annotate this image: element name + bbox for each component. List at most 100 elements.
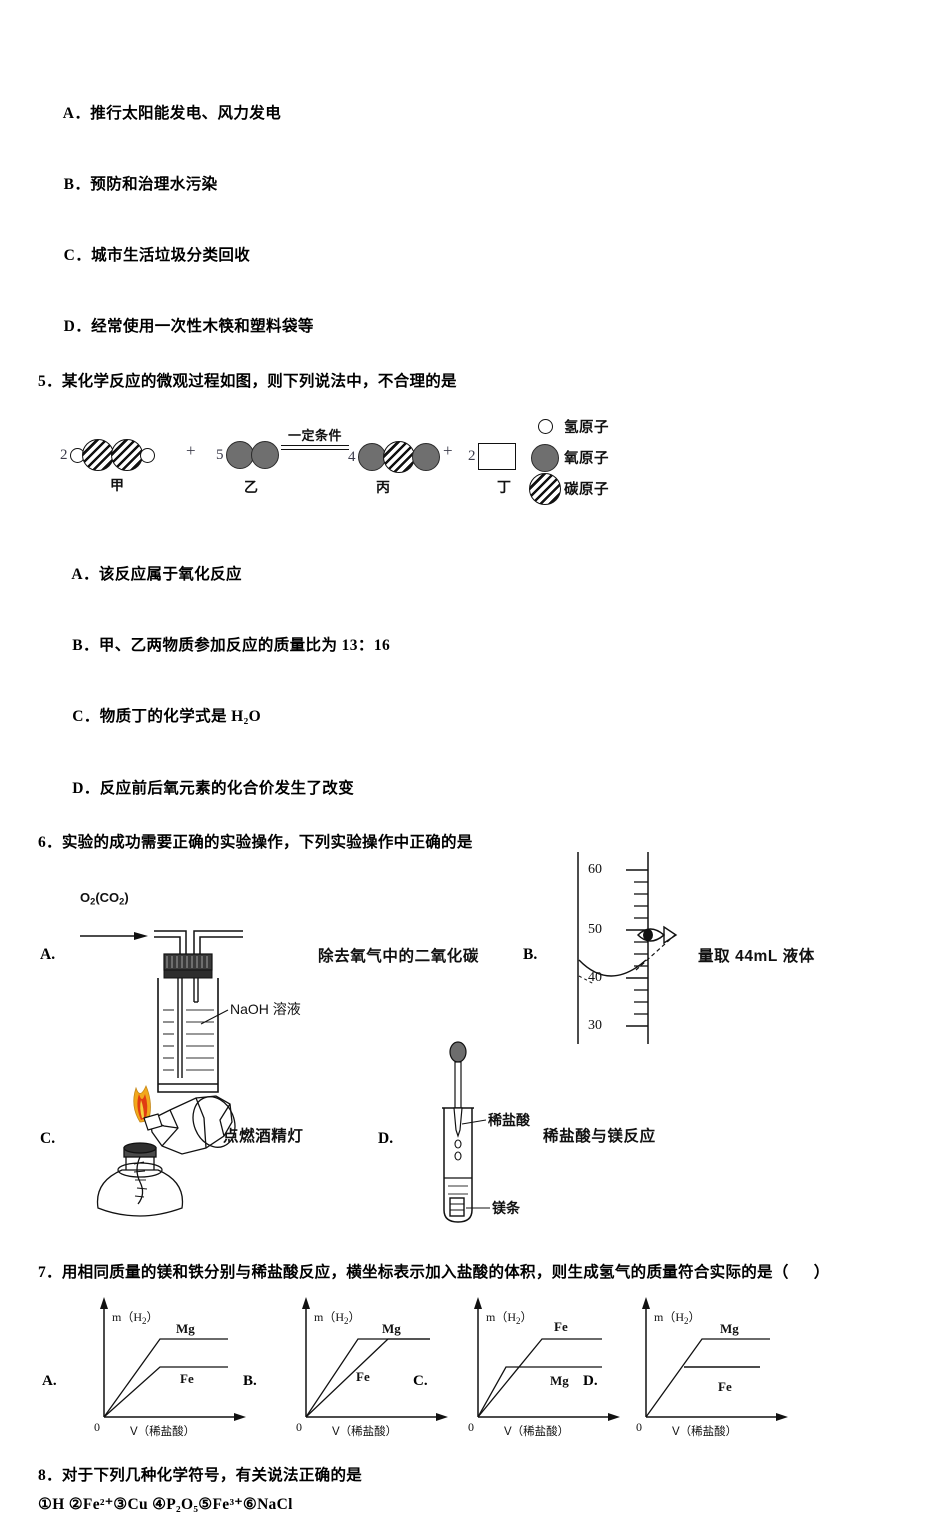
molecule-bing-label: 丙 xyxy=(360,477,406,497)
q5-option-b: B．甲、乙两物质参加反应的质量比为 13：16 xyxy=(38,620,918,671)
oxygen-atom-icon xyxy=(251,441,279,469)
q7-chart-d: m（H2） Mg Fe 0 V（稀盐酸） xyxy=(610,1295,810,1445)
q5-option-c: C．物质丁的化学式是 H₂O xyxy=(38,691,918,742)
reaction-condition-text: 一定条件 xyxy=(281,429,349,442)
q6-option-d-caption: 稀盐酸与镁反应 xyxy=(543,1124,656,1146)
svg-text:V（稀盐酸）: V（稀盐酸） xyxy=(332,1424,397,1438)
oxygen-atom-icon xyxy=(526,444,564,472)
molecule-yi-label: 乙 xyxy=(228,477,274,497)
q5-option-a-text: 该反应属于氧化反应 xyxy=(99,566,242,583)
q4-option-d: D．经常使用一次性木筷和塑料袋等 xyxy=(38,301,918,352)
svg-text:m（H2）: m（H2） xyxy=(486,1310,533,1326)
q4-option-a-text: 推行太阳能发电、风力发电 xyxy=(90,105,281,122)
reaction-plus-2: + xyxy=(443,441,453,461)
q7-chart-a: m（H2） Mg Fe 0 V（稀盐酸） xyxy=(68,1295,268,1445)
q6-option-c-caption: 点燃酒精灯 xyxy=(223,1124,304,1146)
q7-stem: 7．用相同质量的镁和铁分别与稀盐酸反应，横坐标表示加入盐酸的体积，则生成氢气的质… xyxy=(38,1264,918,1283)
eye-icon xyxy=(634,917,680,953)
plus-sign: + xyxy=(186,441,196,460)
q7-option-b-letter: B. xyxy=(243,1373,257,1390)
q7-graphs: A. m（H2） Mg Fe 0 V（稀盐酸） B. xyxy=(38,1295,918,1445)
q4-option-d-text: 经常使用一次性木筷和塑料袋等 xyxy=(91,318,314,335)
molecule-yi-coefficient: 5 xyxy=(216,447,224,463)
svg-text:m（H2）: m（H2） xyxy=(112,1310,159,1326)
q6-option-a-caption: 除去氧气中的二氧化碳 xyxy=(318,944,479,966)
carbon-atom-icon xyxy=(111,439,143,471)
svg-text:V（稀盐酸）: V（稀盐酸） xyxy=(130,1424,195,1438)
legend-label-oxygen: 氧原子 xyxy=(564,447,609,468)
q5-option-d: D．反应前后氧元素的化合价发生了改变 xyxy=(38,763,918,814)
carbon-atom-icon xyxy=(82,439,114,471)
q4-option-b-text: 预防和治理水污染 xyxy=(90,176,217,193)
q5-reaction-diagram: 2 甲 + 5 乙 一定条件 4 丙 + xyxy=(38,413,918,521)
exam-page: A．推行太阳能发电、风力发电 B．预防和治理水污染 C．城市生活垃圾分类回收 D… xyxy=(0,0,950,1344)
svg-text:V（稀盐酸）: V（稀盐酸） xyxy=(672,1424,737,1438)
svg-text:Fe: Fe xyxy=(180,1371,194,1386)
q4-option-c: C．城市生活垃圾分类回收 xyxy=(38,230,918,281)
q5-option-c-text: 物质丁的化学式是 H₂O xyxy=(100,708,261,725)
naoh-solution-label: NaOH 溶液 xyxy=(230,999,301,1019)
svg-text:m（H2）: m（H2） xyxy=(654,1310,701,1326)
molecule-ding-coefficient: 2 xyxy=(468,448,476,464)
q7-option-d-letter: D. xyxy=(583,1373,598,1390)
atom-legend: 氢原子 氧原子 碳原子 xyxy=(526,411,706,504)
svg-text:Mg: Mg xyxy=(550,1373,569,1388)
cylinder-scale-50: 50 xyxy=(588,922,602,938)
q5-option-b-text: 甲、乙两物质参加反应的质量比为 13：16 xyxy=(99,637,390,654)
svg-text:Mg: Mg xyxy=(382,1321,401,1336)
legend-row-carbon: 碳原子 xyxy=(526,473,706,504)
molecule-jia-coefficient: 2 xyxy=(60,447,68,463)
q5-option-c-letter: C． xyxy=(72,708,100,725)
q4-option-c-text: 城市生活垃圾分类回收 xyxy=(91,247,250,264)
q8-symbols: ①H ②Fe²⁺③Cu ④P₂O₅⑤Fe³⁺⑥NaCl xyxy=(38,1496,918,1514)
graduated-cylinder-figure xyxy=(548,848,678,1058)
q6-option-b-letter: B. xyxy=(523,946,537,964)
q6-option-c-letter: C. xyxy=(40,1130,55,1148)
molecule-ding: 2 xyxy=(468,443,516,470)
svg-text:0: 0 xyxy=(296,1420,302,1434)
svg-text:Mg: Mg xyxy=(176,1321,195,1336)
svg-text:Fe: Fe xyxy=(718,1379,732,1394)
molecule-jia-label: 甲 xyxy=(94,475,140,495)
q6-figures: A. O2(CO2) xyxy=(38,858,918,1258)
test-tube-figure xyxy=(408,1038,548,1228)
q5-option-d-letter: D． xyxy=(72,780,100,797)
q6-option-d-letter: D. xyxy=(378,1130,393,1148)
legend-label-carbon: 碳原子 xyxy=(564,478,609,499)
cylinder-scale-30: 30 xyxy=(588,1018,602,1034)
dilute-acid-label: 稀盐酸 xyxy=(488,1110,530,1130)
reaction-equals-line xyxy=(281,445,349,450)
gas-inlet-label: O2(CO2) xyxy=(80,890,129,906)
hydrogen-atom-icon xyxy=(526,419,564,434)
legend-row-hydrogen: 氢原子 xyxy=(526,411,706,442)
oxygen-atom-icon xyxy=(226,441,254,469)
reaction-plus-1: + xyxy=(186,441,196,461)
hydrogen-atom-icon xyxy=(140,448,155,463)
svg-text:V（稀盐酸）: V（稀盐酸） xyxy=(504,1424,569,1438)
legend-row-oxygen: 氧原子 xyxy=(526,442,706,473)
svg-text:0: 0 xyxy=(468,1420,474,1434)
svg-text:0: 0 xyxy=(94,1420,100,1434)
q7-option-a-letter: A. xyxy=(42,1373,57,1390)
svg-text:0: 0 xyxy=(636,1420,642,1434)
q4-option-d-letter: D． xyxy=(64,318,92,335)
plus-sign: + xyxy=(443,441,453,460)
q5-option-d-text: 反应前后氧元素的化合价发生了改变 xyxy=(100,780,354,797)
q4-option-b: B．预防和治理水污染 xyxy=(38,159,918,210)
svg-text:Mg: Mg xyxy=(720,1321,739,1336)
q5-option-a: A．该反应属于氧化反应 xyxy=(38,549,918,600)
q4-option-b-letter: B． xyxy=(64,176,91,193)
q4-option-a: A．推行太阳能发电、风力发电 xyxy=(38,88,918,139)
carbon-atom-icon xyxy=(526,473,564,505)
oxygen-atom-icon xyxy=(412,443,440,471)
magnesium-strip-label: 镁条 xyxy=(492,1198,520,1218)
svg-text:m（H2）: m（H2） xyxy=(314,1310,361,1326)
molecule-bing: 4 xyxy=(348,441,440,473)
reaction-condition: 一定条件 xyxy=(281,429,349,450)
legend-label-hydrogen: 氢原子 xyxy=(564,416,609,437)
q4-option-c-letter: C． xyxy=(64,247,92,264)
svg-text:Fe: Fe xyxy=(356,1369,370,1384)
q5-stem: 5．某化学反应的微观过程如图，则下列说法中，不合理的是 xyxy=(38,373,918,392)
carbon-atom-icon xyxy=(383,441,415,473)
q6-option-a-letter: A. xyxy=(40,946,55,964)
